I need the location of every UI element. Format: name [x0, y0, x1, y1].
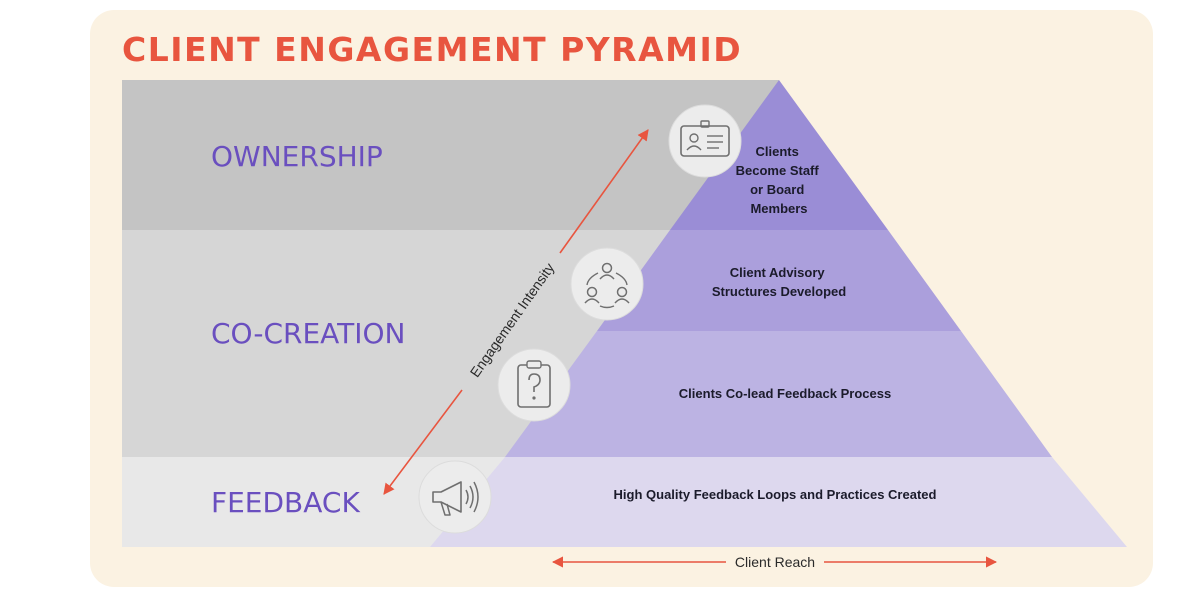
engagement-arrow-upper [559, 129, 649, 254]
pyramid-tier-advisory [597, 230, 961, 331]
pyramid-advisory-text: Client Advisory Structures Developed [712, 265, 846, 299]
pyramid-top-text: Clients Become Staff or Board Members [736, 144, 823, 216]
level-feedback: FEEDBACK [211, 486, 360, 519]
pyramid-tier-top [670, 80, 888, 230]
band-ownership [122, 80, 779, 230]
megaphone-icon [418, 460, 492, 534]
level-ownership: OWNERSHIP [211, 140, 383, 173]
pyramid-base-text: High Quality Feedback Loops and Practice… [614, 487, 937, 502]
pyramid-tier-base [430, 457, 1127, 547]
id-badge-icon [668, 104, 742, 178]
client-reach-label: Client Reach [735, 554, 815, 570]
page-title: CLIENT ENGAGEMENT PYRAMID [122, 30, 743, 69]
engagement-arrow-lower [383, 389, 463, 495]
level-cocreation: CO-CREATION [211, 317, 406, 350]
pyramid-tier-colead [505, 331, 1052, 457]
pyramid-colead-text: Clients Co-lead Feedback Process [679, 386, 891, 401]
clipboard-question-icon [497, 348, 571, 422]
people-cycle-icon [570, 247, 644, 321]
